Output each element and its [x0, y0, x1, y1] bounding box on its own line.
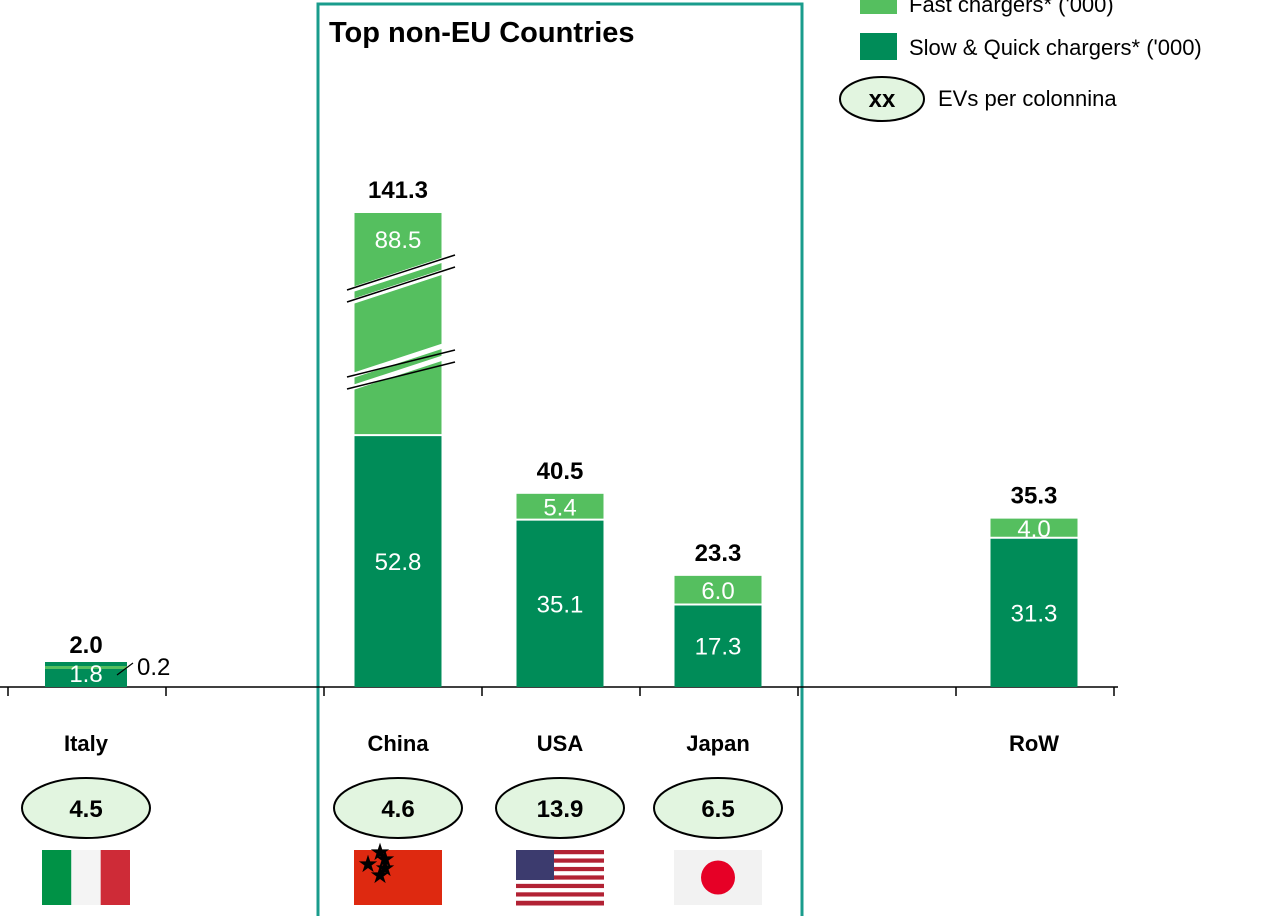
flag-star: ★	[374, 846, 396, 873]
value-label-fast-row: 4.0	[1017, 516, 1050, 543]
category-label-italy: Italy	[64, 731, 109, 756]
japan-flag	[674, 850, 762, 905]
ratio-label-usa: 13.9	[537, 796, 584, 823]
flag-stripe	[516, 862, 604, 868]
legend-swatch-fast	[860, 0, 897, 14]
axis-break-mark	[346, 349, 456, 378]
box-title: Top non-EU Countries	[329, 17, 635, 49]
value-label-slow-italy: 1.8	[69, 661, 102, 688]
axis-break-gap	[344, 265, 456, 307]
value-label-fast-japan: 6.0	[701, 578, 734, 605]
value-label-slow-japan: 17.3	[695, 634, 742, 661]
value-label-fast-china: 88.5	[375, 227, 422, 254]
bar-fast-china	[354, 212, 442, 436]
flag-stripe	[516, 888, 604, 893]
value-label-slow-china: 52.8	[375, 549, 422, 576]
total-label-japan: 23.3	[695, 540, 742, 567]
value-label-slow-row: 31.3	[1011, 600, 1058, 627]
category-label-row: RoW	[1009, 731, 1059, 756]
bar-slow-china	[354, 435, 442, 687]
flag-stripe	[516, 866, 604, 872]
flag-stripe	[516, 858, 604, 864]
total-label-usa: 40.5	[537, 458, 584, 485]
flag-stripe	[516, 879, 604, 885]
flag-canton	[516, 850, 554, 880]
category-label-usa: USA	[537, 731, 584, 756]
china-flag: ★★★★★	[354, 839, 442, 905]
ratio-ellipse-usa	[495, 777, 625, 839]
total-label-row: 35.3	[1011, 483, 1058, 510]
italy-flag	[42, 850, 130, 905]
flag-sun	[701, 860, 735, 895]
bar-slow-usa	[516, 519, 604, 687]
ratio-label-china: 4.6	[381, 796, 414, 823]
category-label-china: China	[367, 731, 429, 756]
bar-slow-row	[990, 537, 1078, 687]
legend-label-fast: Fast chargers* ('000)	[909, 0, 1114, 17]
ratio-ellipse-china	[333, 777, 463, 839]
ratio-label-japan: 6.5	[701, 796, 734, 823]
axis-break-gap	[344, 339, 456, 381]
axis-break-gap	[344, 253, 456, 295]
legend-label-ratio: EVs per colonnina	[938, 86, 1117, 111]
value-label-fast-usa: 5.4	[543, 495, 576, 522]
flag-stripe	[516, 900, 604, 906]
leader-line	[116, 662, 134, 676]
bar-fast-row	[990, 518, 1078, 538]
flag-star: ★	[374, 855, 396, 882]
flag-field	[354, 850, 442, 905]
flag-stripe	[516, 850, 604, 855]
axis-break-mark	[346, 361, 456, 390]
axis-break-mark	[346, 266, 456, 303]
bar-slow-japan	[674, 604, 762, 687]
total-label-italy: 2.0	[69, 632, 102, 659]
ratio-ellipse-italy	[21, 777, 151, 839]
legend-swatch-slow	[860, 33, 897, 60]
ratio-label-italy: 4.5	[69, 796, 102, 823]
flag-star: ★	[357, 851, 379, 878]
flag-star: ★	[369, 839, 391, 866]
flag-stripe	[516, 883, 604, 889]
bar-fast-italy	[45, 666, 127, 669]
usa-flag	[516, 850, 604, 906]
ratio-ellipse-japan	[653, 777, 783, 839]
flag-stripe	[100, 850, 130, 905]
legend-ratio-ellipse	[839, 76, 925, 122]
flag-stripe	[516, 875, 604, 881]
category-label-japan: Japan	[686, 731, 750, 756]
axis-break-gap	[344, 351, 456, 393]
flag-stripe	[42, 850, 72, 905]
bar-fast-usa	[516, 493, 604, 520]
flag-star: ★	[369, 862, 391, 889]
value-label-fast-italy: 0.2	[137, 654, 170, 681]
flag-stripe	[71, 850, 101, 905]
flag-stripe	[516, 854, 604, 859]
axis-break-mark	[346, 254, 456, 291]
legend-ratio-marker: xx	[869, 86, 896, 113]
non-eu-highlight-box	[316, 2, 804, 916]
legend-label-slow: Slow & Quick chargers* ('000)	[909, 35, 1202, 60]
flag-stripe	[516, 892, 604, 898]
flag-stripe	[516, 896, 604, 902]
total-label-china: 141.3	[368, 177, 428, 204]
flag-stripe	[516, 871, 604, 876]
bar-fast-japan	[674, 575, 762, 605]
value-label-slow-usa: 35.1	[537, 591, 584, 618]
